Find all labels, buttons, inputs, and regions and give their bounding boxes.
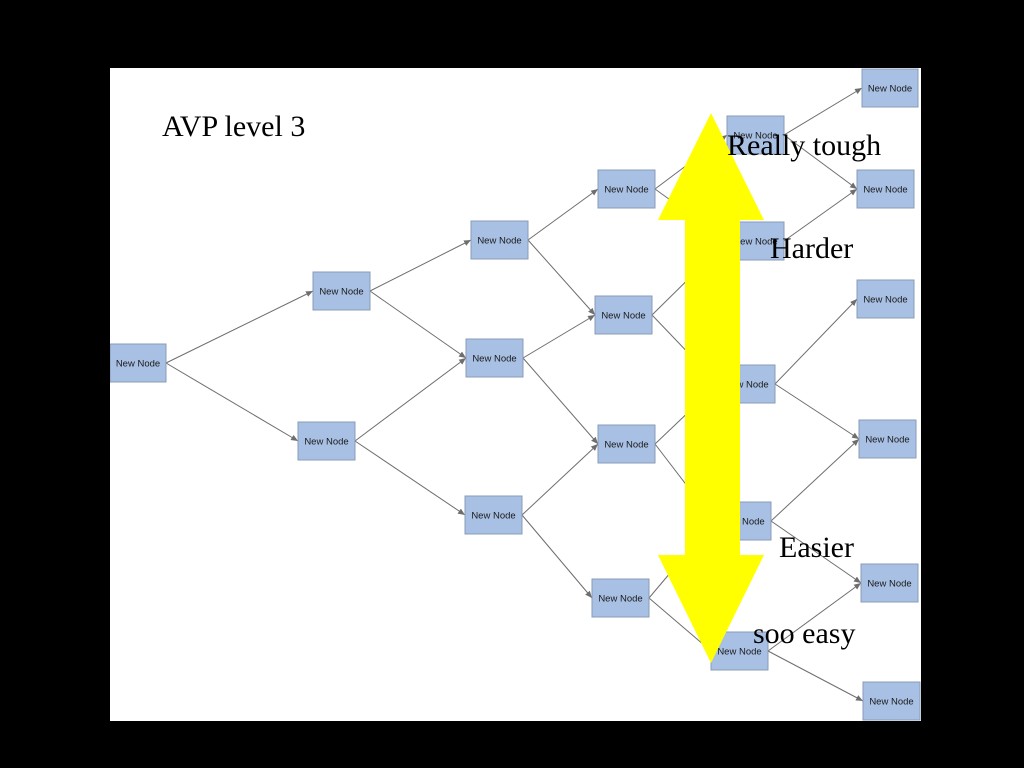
node-label: New Node [477,236,521,247]
node-label: New Node [304,437,348,448]
node-box [591,578,650,618]
tree-node: New Node [470,220,529,260]
edge-connector [521,443,599,516]
node-box [861,68,919,108]
node-label: New Node [869,697,913,708]
node-box [856,279,915,319]
node-label: New Node [724,380,768,391]
node-box [297,421,356,461]
tree-node: New Node [858,419,917,459]
node-label: New Node [604,185,648,196]
edge-connector [783,87,863,136]
label-really-tough: Really tough [727,129,882,162]
edge-connector [527,239,596,316]
edge-connector [165,362,299,442]
tree-node: New Node [594,295,653,335]
node-label: New Node [720,517,764,528]
tree-node: New Node [597,424,656,464]
label-soo-easy: soo easy [753,617,856,650]
edge-connector [522,314,596,359]
node-label: New Node [867,579,911,590]
tree-node: New Node [597,169,656,209]
node-box [726,115,785,155]
node-box [856,169,915,209]
edge-connector [770,520,862,584]
node-label: New Node [863,295,907,306]
node-label: New Node [116,359,160,370]
node-label: New Node [319,287,363,298]
label-harder: Harder [770,232,854,265]
difficulty-arrow-layer [658,113,764,663]
tree-node: New Node [591,578,650,618]
edge-connector [521,514,593,599]
node-label: New Node [868,84,912,95]
edge-connector [165,290,314,364]
edge-connector [369,239,472,292]
tree-node: New Node [860,563,919,603]
node-box [312,271,371,311]
tree-node: New Node [856,279,915,319]
node-label: New Node [733,131,777,142]
node-box [860,563,919,603]
label-easier: Easier [779,531,854,564]
node-box [858,419,917,459]
tree-node: New Node [464,495,523,535]
node-label: New Node [863,185,907,196]
node-box [470,220,529,260]
edge-connector [522,357,599,445]
node-box [597,424,656,464]
edge-connector [774,383,860,440]
tree-node: New Node [862,681,921,721]
node-label: New Node [865,435,909,446]
node-box [465,338,524,378]
node-box [597,169,656,209]
node-label: New Node [601,311,645,322]
node-box [862,681,921,721]
edge-connector [354,440,466,516]
edge-connector [648,597,712,652]
edge-connector [774,298,858,385]
edge-connector [767,650,864,702]
tree-node: New Node [726,115,785,155]
node-label: New Node [472,354,516,365]
double-headed-arrow-icon [658,113,764,663]
tree-node: New Node [297,421,356,461]
tree-node: New Node [856,169,915,209]
edge-connector [369,290,467,359]
tree-node: New Node [110,343,167,383]
node-label: New Node [717,647,761,658]
node-box [110,343,167,383]
tree-node: New Node [312,271,371,311]
slide-title: AVP level 3 [162,110,306,143]
node-label: New Node [471,511,515,522]
node-box [594,295,653,335]
edge-connector [354,357,467,442]
node-label: New Node [598,594,642,605]
edge-connector [770,438,860,522]
tree-node: New Node [465,338,524,378]
edge-connector [783,134,858,190]
tree-node: New Node [710,631,769,671]
node-label: New Node [604,440,648,451]
tree-node: New Node [861,68,919,108]
edge-connector [767,582,862,652]
node-box [464,495,523,535]
node-label: New Node [733,237,777,248]
edge-connector [527,188,599,241]
edge-connector [783,188,858,242]
